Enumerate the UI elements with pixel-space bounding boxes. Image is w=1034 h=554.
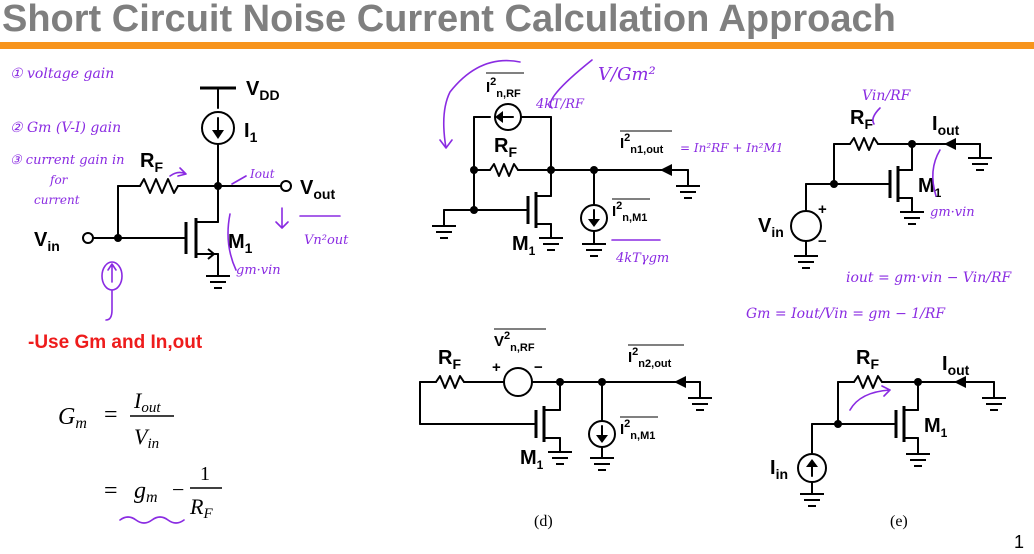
svg-text:① voltage gain: ① voltage gain [10, 66, 114, 82]
svg-text:I2n1,out: I2n1,out [620, 132, 664, 156]
svg-text:=: = [104, 402, 118, 428]
svg-text:+: + [492, 359, 501, 376]
svg-text:RF: RF [438, 347, 461, 372]
svg-text:gm: gm [134, 478, 158, 506]
resistor-rf-d [435, 375, 465, 389]
noise-voltage-source [503, 367, 533, 397]
svg-text:M1: M1 [918, 175, 942, 200]
slide-title: Short Circuit Noise Current Calculation … [2, 0, 896, 40]
circuit-e: RF Iout M1 Iin [770, 347, 1006, 530]
svg-text:iout = gm·vin − Vin/RF: iout = gm·vin − Vin/RF [846, 270, 1013, 286]
resistor-rf-b [489, 163, 519, 177]
svg-text:gm·vin: gm·vin [236, 263, 281, 278]
svg-text:RF: RF [850, 107, 873, 132]
resistor-rf-e [853, 375, 883, 389]
svg-text:I2n,RF: I2n,RF [486, 76, 521, 100]
svg-text:I1: I1 [244, 120, 258, 145]
circuit-a: VDD I1 Vout RF Vin [34, 78, 335, 289]
svg-text:RF: RF [189, 494, 213, 522]
svg-text:= In²RF + In²M1: = In²RF + In²M1 [680, 141, 783, 155]
svg-text:−: − [172, 477, 184, 502]
svg-text:V/Gm²: V/Gm² [598, 64, 656, 85]
svg-text:Iout: Iout [932, 113, 960, 138]
svg-text:RF: RF [856, 347, 879, 372]
svg-text:Gm: Gm [58, 404, 87, 432]
svg-text:current: current [34, 193, 80, 207]
resistor-rf [139, 178, 179, 194]
circuit-c: RF Iout M1 + − Vin [758, 107, 992, 269]
svg-text:Vin: Vin [34, 229, 60, 254]
svg-text:Vin: Vin [758, 215, 784, 240]
svg-text:4kT/RF: 4kT/RF [535, 97, 585, 112]
vout-terminal [280, 180, 292, 192]
svg-text:I2n,M1: I2n,M1 [620, 418, 655, 442]
svg-text:for: for [49, 173, 69, 187]
svg-text:1: 1 [200, 463, 210, 485]
svg-text:M1: M1 [512, 233, 536, 258]
svg-text:② Gm (V-I) gain: ② Gm (V-I) gain [10, 120, 121, 136]
red-note: -Use Gm and In,out [28, 332, 203, 353]
caption-d: (d) [534, 513, 553, 530]
vin-terminal [82, 232, 94, 244]
voltage-source-vin [790, 210, 822, 242]
svg-text:③ current gain in: ③ current gain in [10, 153, 125, 168]
caption-e: (e) [890, 513, 908, 530]
handwritten-annotations: ① voltage gain ② Gm (V-I) gain ③ current… [10, 59, 1013, 411]
svg-text:Iout: Iout [133, 388, 161, 416]
svg-text:gm·vin: gm·vin [930, 205, 975, 220]
svg-text:RF: RF [494, 135, 517, 160]
title-underline [0, 42, 1034, 49]
svg-text:RF: RF [140, 150, 163, 175]
svg-text:Vin/RF: Vin/RF [862, 88, 912, 104]
svg-text:V2n,RF: V2n,RF [494, 330, 535, 354]
resistor-rf-c [849, 137, 879, 151]
svg-text:M1: M1 [228, 231, 253, 256]
svg-text:I2n2,out: I2n2,out [628, 346, 672, 370]
svg-text:−: − [534, 359, 543, 376]
svg-text:Iout: Iout [249, 167, 275, 181]
svg-text:M1: M1 [520, 447, 544, 472]
svg-text:4kTγgm: 4kTγgm [615, 251, 669, 266]
circuit-b: I2n,RF RF I2n1,out [432, 72, 700, 258]
svg-text:I2n,M1: I2n,M1 [612, 200, 647, 224]
svg-text:Vn²out: Vn²out [304, 233, 349, 248]
svg-text:Iout: Iout [942, 353, 970, 378]
svg-text:M1: M1 [924, 415, 948, 440]
page-number: 1 [1014, 532, 1025, 552]
vout-label: Vout [300, 177, 335, 202]
svg-text:Iin: Iin [770, 457, 788, 482]
svg-text:=: = [104, 478, 118, 504]
gm-equations: Gm = Iout Vin = gm − 1 RF [58, 388, 222, 524]
vdd-label: VDD [246, 78, 280, 103]
circuit-d: RF + − V2n,RF I2n2,out [419, 328, 712, 530]
svg-text:+: + [818, 201, 827, 218]
svg-text:Gm = Iout/Vin = gm − 1/RF: Gm = Iout/Vin = gm − 1/RF [746, 306, 946, 322]
svg-text:Vin: Vin [134, 424, 159, 452]
svg-text:−: − [818, 233, 827, 250]
